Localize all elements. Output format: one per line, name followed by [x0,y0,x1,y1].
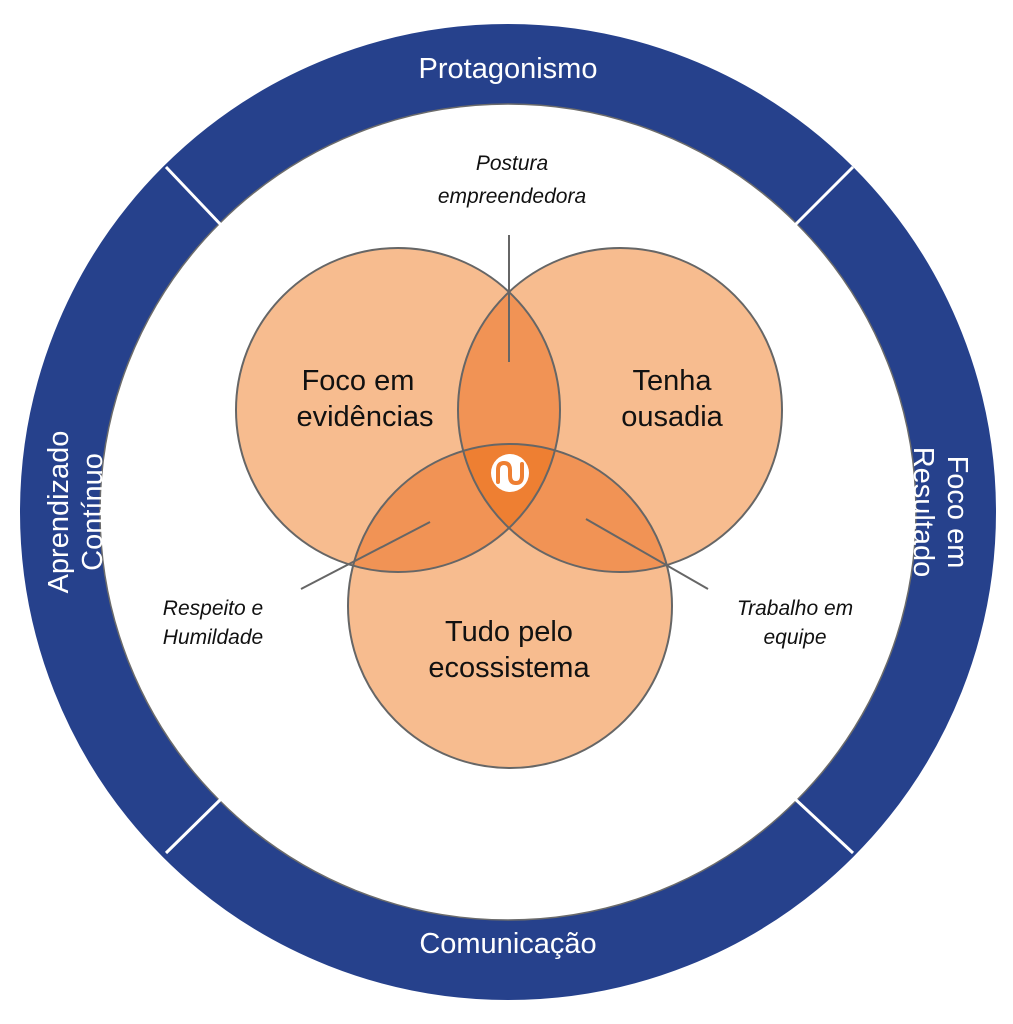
outer-ring: Protagonismo Comunicação Foco em Resulta… [20,24,996,1000]
overlap-left-bottom [348,444,560,572]
circle-right-outline [457,247,783,573]
ring-band [20,24,996,1000]
circle-bottom-outline [347,443,673,769]
overlap-right-bottom [458,444,672,572]
circle-left-outline [235,247,561,573]
ring-label-right: Foco em Resultado [907,447,973,578]
ring-label-bottom: Comunicação [419,928,596,960]
intersection-right-line2: equipe [763,626,826,649]
intersection-top-line2: empreendedora [438,185,586,208]
ring-divider-nw [164,165,224,228]
ring-label-left: Aprendizado Contínuo [43,431,109,594]
circle-left-label-line2: evidências [296,401,433,433]
intersection-left-line1: Respeito e [163,597,263,620]
circle-bottom-label-line2: ecossistema [428,652,590,684]
circle-right-label-line1: Tenha [632,365,712,397]
ring-inner-outline [99,103,917,921]
ring-label-left-line2: Contínuo [77,453,109,571]
circle-right-label-line2: ousadia [621,401,723,433]
ring-label-right-line1: Foco em [941,456,973,569]
ring-divider-sw [164,796,224,855]
intersection-top-line1: Postura [476,152,548,175]
intersection-right-line1: Trabalho em [737,597,853,620]
intersection-left-line2: Humildade [163,626,263,649]
ring-divider-ne [792,165,855,228]
company-logo-icon [491,454,529,492]
callout-line-right [585,518,709,590]
callout-line-left [300,521,431,590]
ring-label-right-line2: Resultado [907,447,939,578]
circle-bottom-label-line1: Tudo pelo [445,616,573,648]
venn: Foco em evidências Tenha ousadia Tudo pe… [235,247,783,769]
ring-label-top: Protagonismo [419,53,598,85]
ring-divider-se [792,796,855,855]
circle-left-label-line1: Foco em [302,365,415,397]
ring-label-left-line1: Aprendizado [43,431,75,594]
